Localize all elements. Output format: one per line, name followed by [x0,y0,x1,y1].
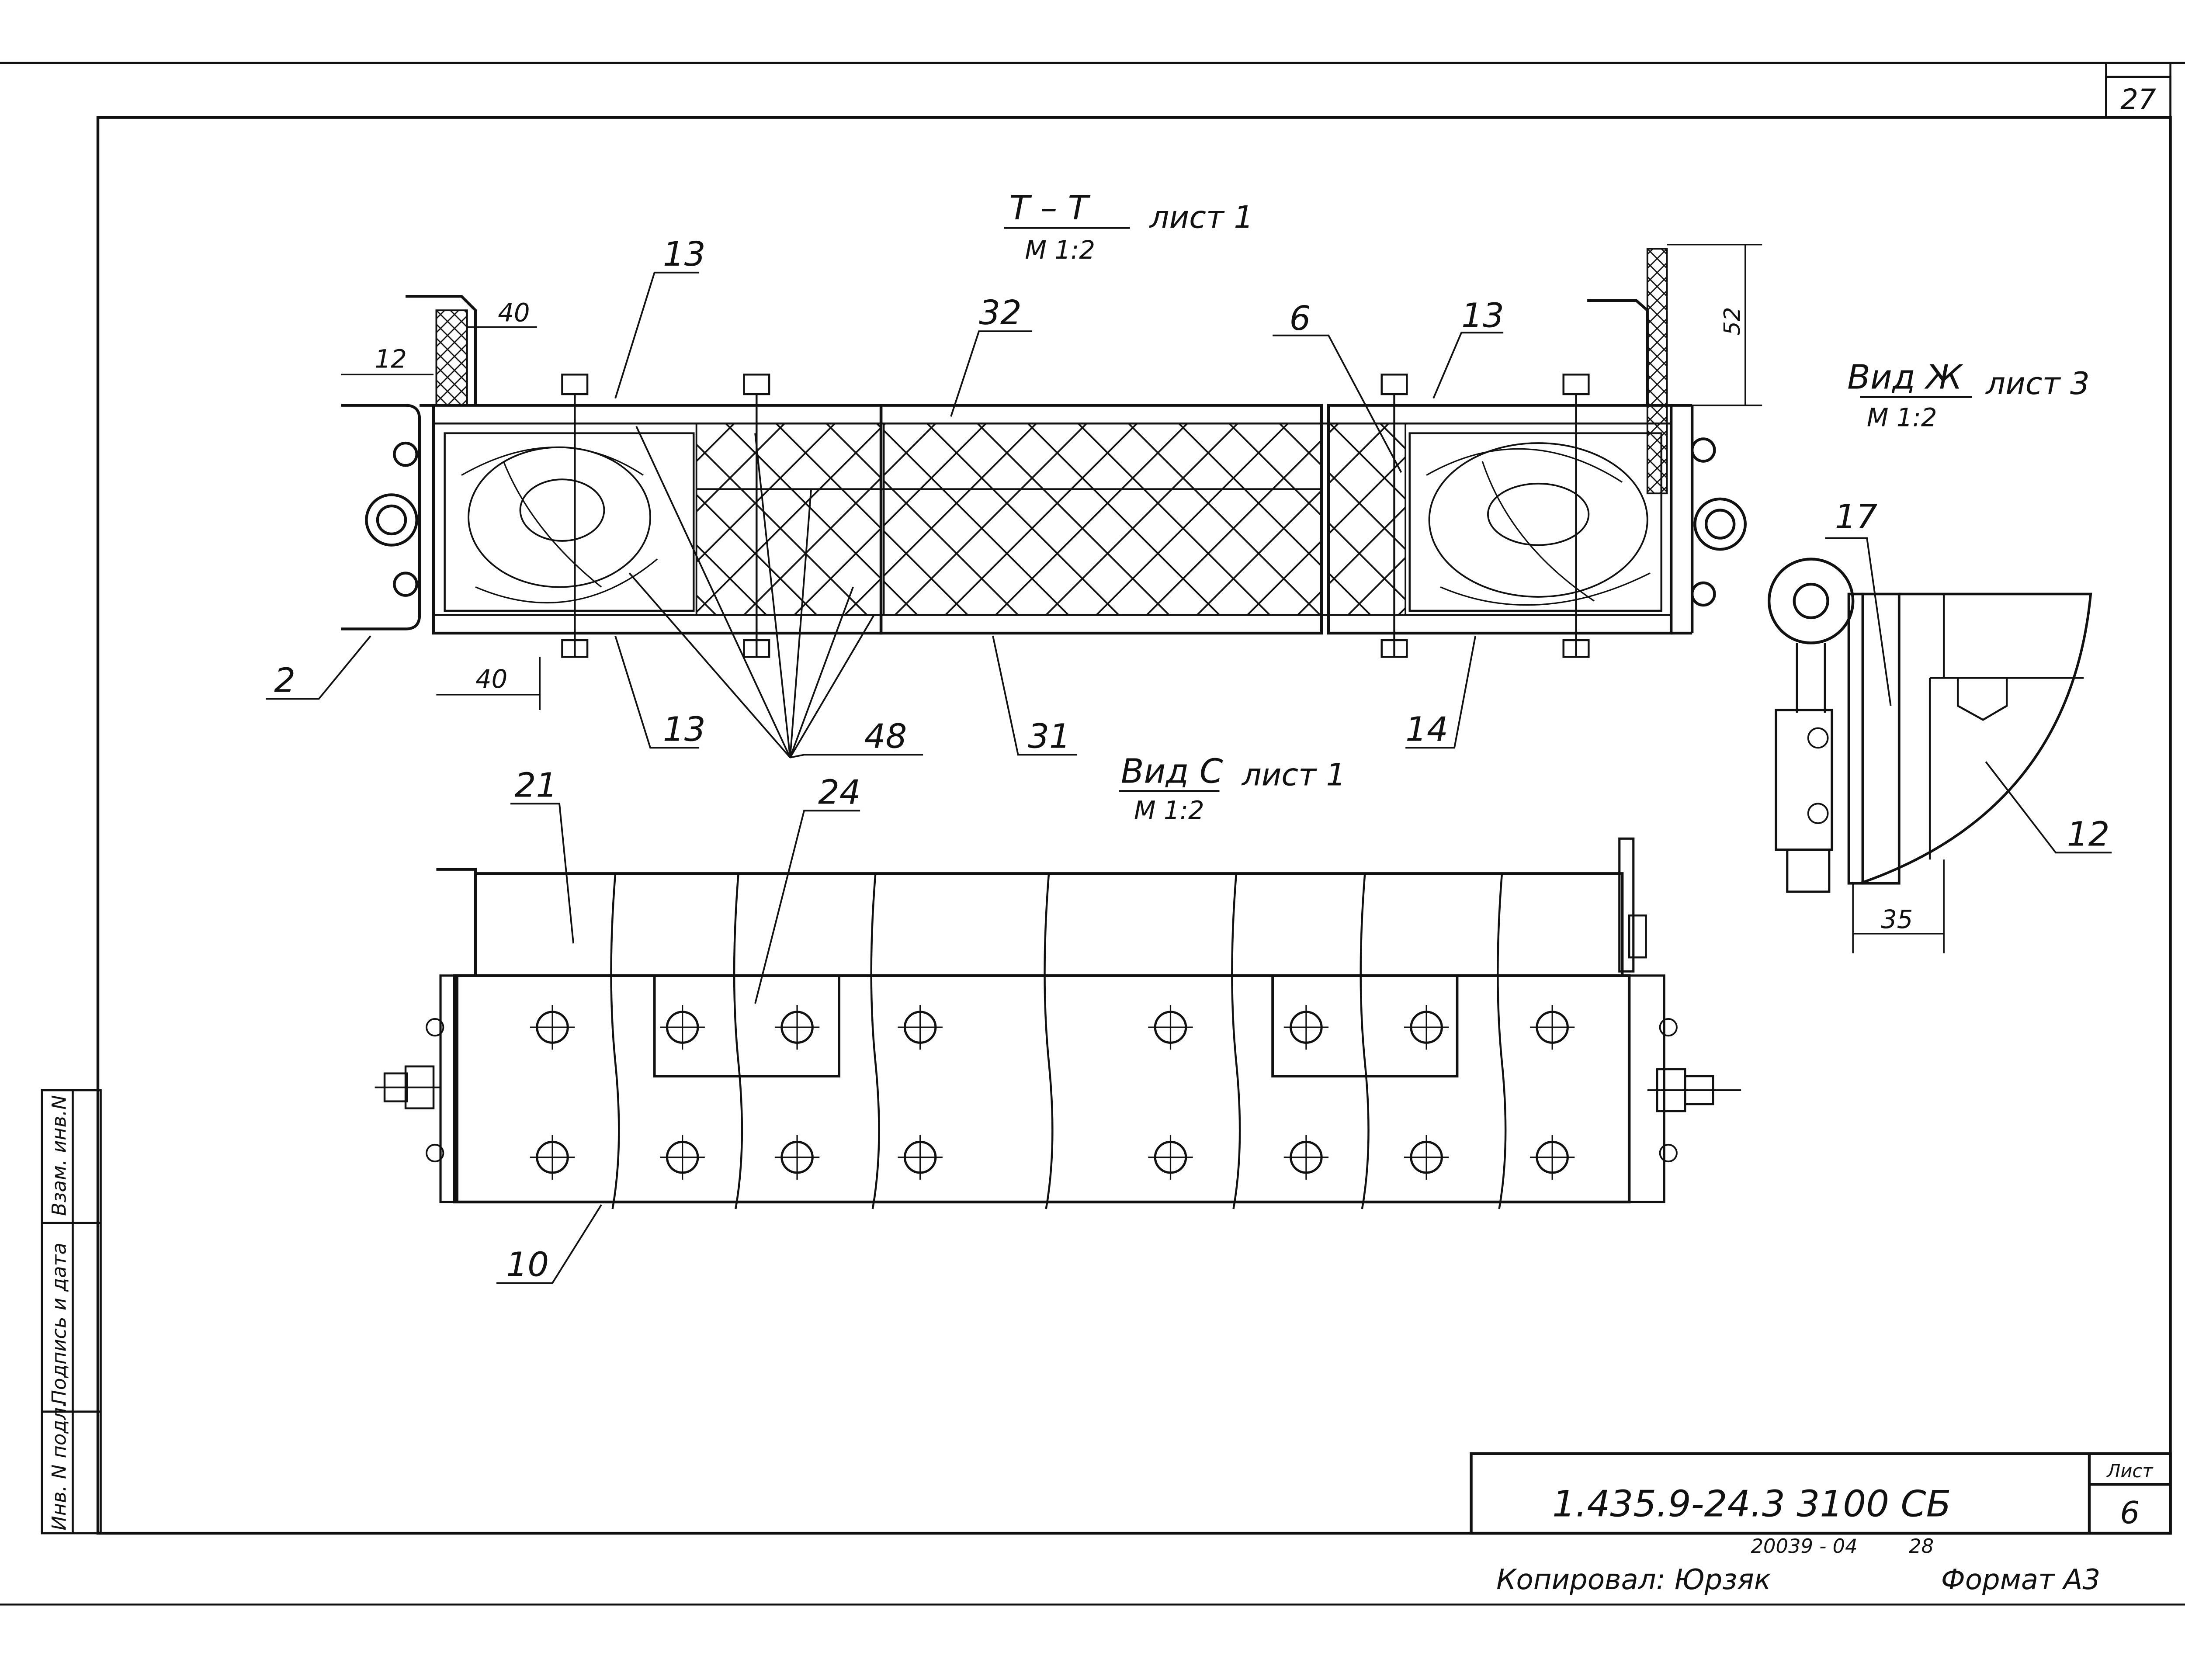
svg-text:М 1:2: М 1:2 [1134,796,1204,825]
view-zh-leaders [1825,537,2112,854]
view-c-assembly [375,837,1741,1209]
svg-text:Вид С: Вид С [1121,752,1223,791]
copied-by: Копировал: Юрзяк [1496,1564,1771,1596]
dim-40-bottom: 40 [475,665,507,694]
callout-31: 31 [1028,717,1071,756]
title-block [1470,1452,2172,1535]
side-stamp-inv: Инв. N подл. [47,1401,70,1531]
document-designation: 1.435.9-24.3 3100 СБ [1552,1483,1951,1525]
paper-format: Формат А3 [1941,1564,2100,1596]
callout-10: 10 [506,1246,549,1285]
callout-12: 12 [2067,815,2110,854]
section-title: Т – Т М 1:2 лист 1 [1004,189,1253,265]
callout-21: 21 [515,766,558,805]
page-number-box: 27 [2105,76,2171,118]
svg-text:М 1:2: М 1:2 [1867,403,1937,433]
callout-13-bottom: 13 [663,710,706,749]
side-stamp-signature: Подпись и дата [47,1243,70,1405]
callout-13-top-right: 13 [1461,297,1504,336]
sheet-number: 6 [2120,1495,2140,1531]
section-dimensions [341,244,1762,710]
dim-35: 35 [1881,905,1913,934]
sheet-label: Лист [2106,1460,2154,1482]
order-sub: 28 [1909,1535,1934,1558]
view-zh-assembly [1767,558,2092,953]
dim-12: 12 [375,344,407,374]
svg-text:лист 1: лист 1 [1241,757,1346,793]
section-leaders [266,271,1504,759]
page-number: 27 [2120,84,2156,116]
view-c-leaders [496,803,860,1284]
side-stamp-replace: Взам. инв.N [47,1095,70,1216]
svg-text:Т – Т: Т – Т [1009,189,1091,228]
side-stamp [41,1089,102,1535]
svg-text:лист 3: лист 3 [1985,366,2090,402]
callout-32: 32 [979,294,1022,333]
svg-text:Вид Ж: Вид Ж [1847,358,1963,397]
callout-6: 6 [1290,299,1311,338]
svg-text:лист 1: лист 1 [1149,199,1254,235]
callout-14: 14 [1405,710,1448,749]
view-c-title: Вид С М 1:2 лист 1 [1119,752,1346,825]
dim-52: 52 [1719,307,1745,336]
view-c-holes [530,1005,1575,1180]
order-number: 20039 - 04 [1751,1535,1858,1558]
view-zh-title: Вид Ж М 1:2 лист 3 [1847,358,2090,432]
section-tt-assembly [341,248,1747,658]
callout-48: 48 [864,717,907,756]
callout-13-top-left: 13 [663,235,706,274]
callout-24: 24 [818,773,861,812]
sheet-frame [0,62,2185,1606]
callout-17: 17 [1835,498,1878,537]
callout-2: 2 [274,661,295,700]
dim-40-top: 40 [498,298,530,328]
svg-text:М 1:2: М 1:2 [1025,236,1095,265]
